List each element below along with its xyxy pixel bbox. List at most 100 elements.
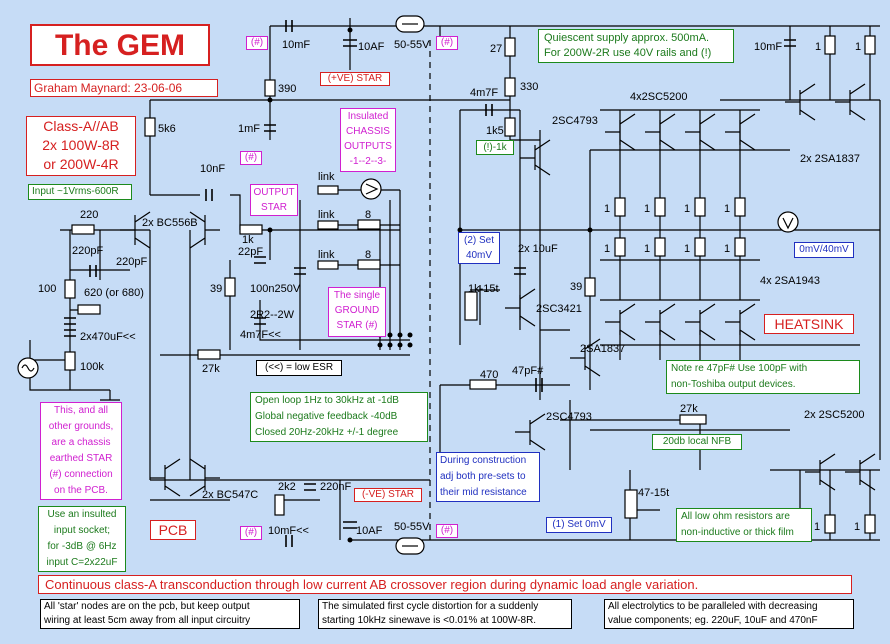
insulated-outputs-box: Insulated CHASSIS OUTPUTS -1--2--3- — [340, 108, 396, 172]
label-r-o6: 1 — [644, 243, 650, 255]
label-c-220pf-b: 220pF — [116, 256, 147, 268]
note-47pf-box: Note re 47pF# Use 100pF with non-Toshiba… — [666, 360, 860, 394]
label-c-2x10uf: 2x 10uF — [518, 243, 558, 255]
label-link-1: link — [318, 171, 335, 183]
footer-note-2: The simulated first cycle distortion for… — [318, 599, 572, 629]
label-r-39a: 39 — [210, 283, 222, 295]
loop-note-box: Open loop 1Hz to 30kHz at -1dB Global ne… — [250, 392, 428, 442]
component-labels: 10mF 10AF 50-55V 390 1mF 5k6 10nF 2x BC5… — [38, 39, 865, 537]
author-box: Graham Maynard: 23-06-06 — [30, 79, 218, 97]
label-r-o4: 1 — [724, 203, 730, 215]
label-r-220: 220 — [80, 209, 98, 221]
label-q-bc547c: 2x BC547C — [202, 489, 258, 501]
label-r-o7: 1 — [684, 243, 690, 255]
label-r-39b: 39 — [570, 281, 582, 293]
label-r-o2: 1 — [644, 203, 650, 215]
label-q-bc556b: 2x BC556B — [142, 217, 198, 229]
label-q-4x2sc5200: 4x2SC5200 — [630, 91, 688, 103]
set-40mv-box: (2) Set 40mV — [458, 232, 500, 264]
footer-note-3: All electrolytics to be paralleled with … — [604, 599, 854, 629]
label-r-470: 470 — [480, 369, 498, 381]
label-r-330: 330 — [520, 81, 538, 93]
local-nfb-box: 20db local NFB — [652, 434, 742, 450]
label-r-100: 100 — [38, 283, 56, 295]
label-c-10mf-r: 10mF — [754, 41, 782, 53]
label-c-10af-top: 10AF — [358, 41, 385, 53]
set-0mv-box: (1) Set 0mV — [546, 517, 612, 533]
label-c-2x470: 2x470uF<< — [80, 331, 136, 343]
heatsink-box: HEATSINK — [764, 314, 854, 334]
label-r-27k-b: 27k — [680, 403, 698, 415]
label-q-2x2sc5200: 2x 2SC5200 — [804, 409, 865, 421]
label-r-2r2: 2R2--2W — [250, 309, 295, 321]
insulated-input-box: Use an insulted input socket; for -3dB @… — [38, 506, 126, 572]
label-c-10mf-bot: 10mF<< — [268, 525, 309, 537]
ground-star-box: The single GROUND STAR (#) — [328, 287, 386, 337]
label-c-1mf: 1mF — [238, 123, 260, 135]
fuses — [395, 15, 425, 555]
footer-note-1: All 'star' nodes are on the pcb, but kee… — [40, 599, 300, 629]
star-tag-4: (#) — [240, 526, 262, 540]
low-esr-box: (<<) = low ESR — [256, 360, 342, 376]
exclam-1k-box: (!)-1k — [476, 140, 514, 155]
label-c-220pf-a: 220pF — [72, 245, 103, 257]
transistors — [120, 83, 876, 497]
label-link-2: link — [318, 209, 335, 221]
label-c-22pf: 22pF — [238, 246, 263, 258]
label-r-1d: 1 — [854, 521, 860, 533]
class-box: Class-A//AB 2x 100W-8R or 200W-4R — [26, 116, 136, 176]
label-fuse-bot: 50-55V — [394, 521, 430, 533]
label-c-47pf: 47pF# — [512, 365, 544, 377]
label-c-10nf: 10nF — [200, 163, 225, 175]
pos-star-box: (+VE) STAR — [320, 72, 390, 86]
label-r-390: 390 — [278, 83, 296, 95]
label-r-o3: 1 — [684, 203, 690, 215]
label-q-2sc4793b: 2SC4793 — [546, 411, 592, 423]
label-r-8a: 8 — [365, 209, 371, 221]
chassis-note-box: This, and all other grounds, are a chass… — [40, 402, 122, 500]
label-q-2sc4793a: 2SC4793 — [552, 115, 598, 127]
label-r-5k6: 5k6 — [158, 123, 176, 135]
construction-note-box: During construction adj both pre-sets to… — [436, 452, 540, 502]
quiescent-note: Quiescent supply approx. 500mA. For 200W… — [538, 29, 734, 63]
title-box: The GEM — [30, 24, 210, 66]
pcb-box: PCB — [150, 520, 196, 540]
label-r-1c: 1 — [814, 521, 820, 533]
label-q-4x2sa1943: 4x 2SA1943 — [760, 275, 820, 287]
star-tag-2: (#) — [436, 36, 458, 50]
capacitors — [64, 20, 796, 547]
label-r-620: 620 (or 680) — [84, 287, 144, 299]
star-tag-5: (#) — [436, 524, 458, 538]
label-c-10mf-top: 10mF — [282, 39, 310, 51]
label-c-4m7: 4m7F<< — [240, 329, 281, 341]
meter-box: 0mV/40mV — [794, 242, 854, 258]
label-fuse-top: 50-55V — [394, 39, 430, 51]
label-r-2k2: 2k2 — [278, 481, 296, 493]
low-ohm-note-box: All low ohm resistors are non-inductive … — [676, 508, 812, 542]
label-r-1k: 1k — [242, 234, 254, 246]
label-q-2x2sa1837: 2x 2SA1837 — [800, 153, 860, 165]
label-link-3: link — [318, 249, 335, 261]
label-r-o1: 1 — [604, 203, 610, 215]
label-r-1b: 1 — [855, 41, 861, 53]
label-pot-47: 47-15t — [638, 487, 669, 499]
label-r-27k: 27k — [202, 363, 220, 375]
components — [64, 35, 876, 534]
label-c-10af-bot: 10AF — [356, 525, 383, 537]
label-r-8b: 8 — [365, 249, 371, 261]
label-c-220nf: 220nF — [320, 481, 351, 493]
label-r-1k5: 1k5 — [486, 125, 504, 137]
label-c-4m7f: 4m7F — [470, 87, 498, 99]
label-r-o8: 1 — [724, 243, 730, 255]
output-star-box: OUTPUT STAR — [250, 184, 298, 216]
input-box: Input ~1Vrms-600R — [28, 184, 132, 200]
label-r-1a: 1 — [815, 41, 821, 53]
neg-star-box: (-VE) STAR — [354, 488, 422, 502]
star-tag-3: (#) — [240, 151, 262, 165]
main-caption: Continuous class-A transconduction throu… — [38, 575, 852, 594]
label-r-27: 27 — [490, 43, 502, 55]
label-pot-1k: 1k-15t — [468, 283, 499, 295]
label-r-100k: 100k — [80, 361, 104, 373]
label-q-2sa1837: 2SA1837 — [580, 343, 625, 355]
